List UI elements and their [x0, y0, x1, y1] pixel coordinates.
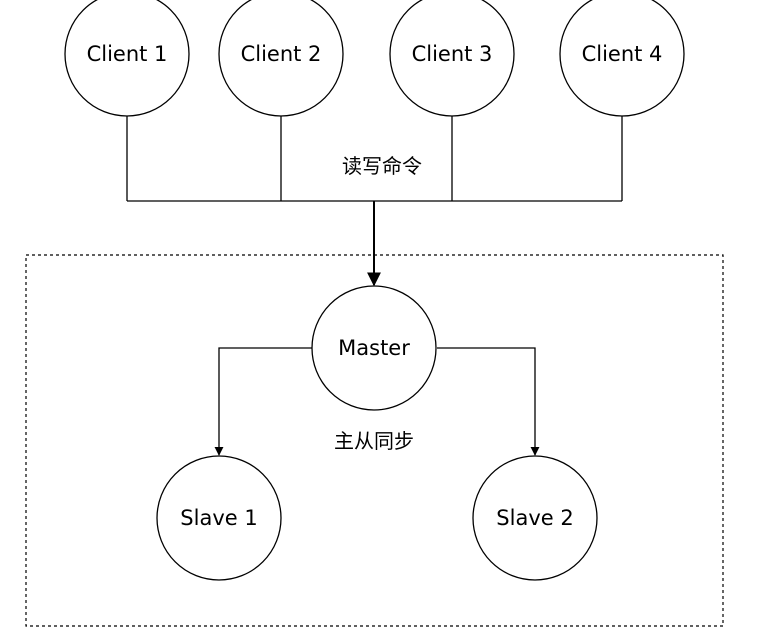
master-node: Master [311, 285, 437, 411]
client-4-label: Client 4 [582, 42, 663, 66]
client-3-label: Client 3 [412, 42, 493, 66]
client-node-3: Client 3 [389, 0, 515, 117]
client-node-2: Client 2 [218, 0, 344, 117]
read-write-commands-label: 读写命令 [342, 154, 422, 178]
slave-node-2: Slave 2 [472, 455, 598, 581]
slave-2-label: Slave 2 [496, 506, 573, 530]
client-node-4: Client 4 [559, 0, 685, 117]
client-2-label: Client 2 [241, 42, 322, 66]
slave-1-label: Slave 1 [180, 506, 257, 530]
client-node-1: Client 1 [64, 0, 190, 117]
slave-node-1: Slave 1 [156, 455, 282, 581]
master-to-slave-1-arrow [214, 347, 313, 456]
master-slave-sync-label: 主从同步 [334, 429, 414, 453]
master-to-slave-2-arrow [437, 347, 540, 456]
client-1-label: Client 1 [87, 42, 168, 66]
master-label: Master [338, 336, 410, 360]
